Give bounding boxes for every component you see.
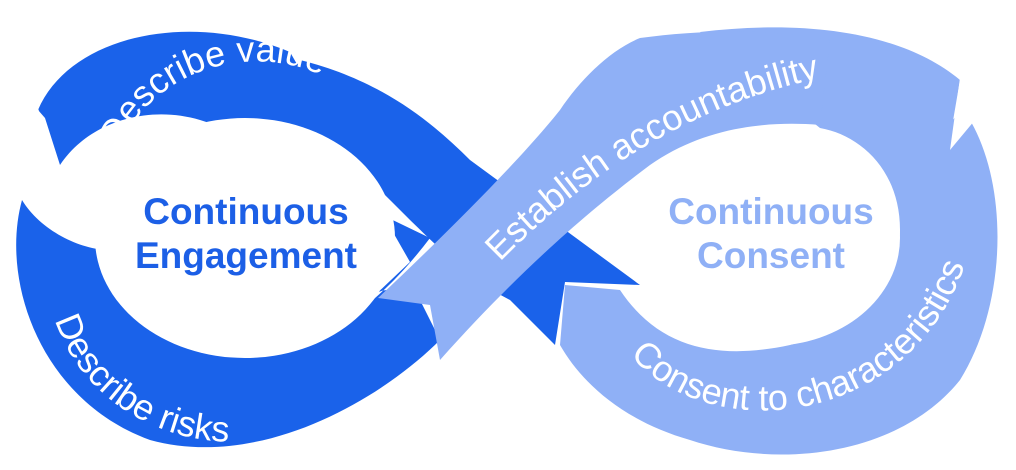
right-ribbon xyxy=(378,31,830,360)
left-notch-top xyxy=(38,108,58,178)
right-band xyxy=(378,27,998,455)
left-center-line2: Engagement xyxy=(135,235,357,276)
left-band xyxy=(16,31,640,448)
right-hole xyxy=(640,130,900,346)
right-center-line2: Consent xyxy=(697,235,845,276)
left-ribbon xyxy=(240,60,640,345)
left-center-line1: Continuous xyxy=(143,191,349,232)
right-ring xyxy=(560,27,998,455)
right-center-line1: Continuous xyxy=(668,191,874,232)
right-notch-top xyxy=(950,78,975,150)
left-hole xyxy=(95,118,395,358)
